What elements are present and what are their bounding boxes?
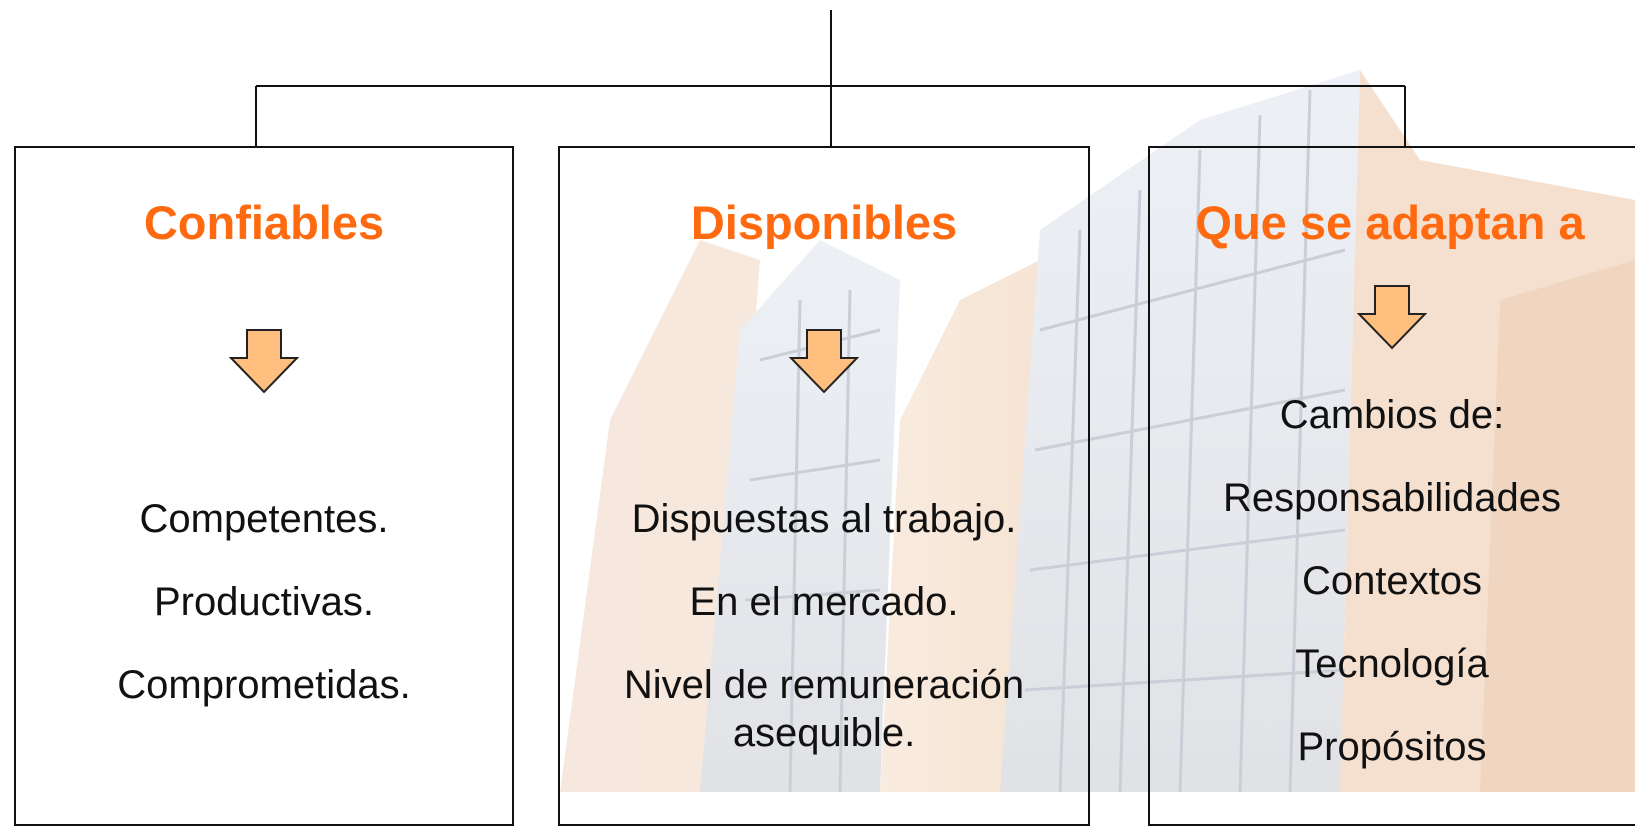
list-item: Propósitos bbox=[1297, 725, 1487, 769]
building-background-image bbox=[560, 70, 1635, 792]
list-item: Responsabilidades bbox=[1222, 476, 1561, 520]
column-que-se-adaptan: Que se adaptan a Cambios de: Responsabil… bbox=[1148, 146, 1635, 826]
arrow-down-icon bbox=[1357, 285, 1427, 350]
arrow-down-icon bbox=[229, 329, 299, 394]
arrow-down-icon bbox=[789, 329, 859, 394]
list-item: En el mercado. bbox=[689, 580, 959, 624]
item-list: Dispuestas al trabajo. En el mercado. Ni… bbox=[560, 478, 1088, 757]
list-item: Competentes. bbox=[139, 497, 389, 541]
list-item: Dispuestas al trabajo. bbox=[631, 497, 1017, 541]
item-list: Competentes. Productivas. Comprometidas. bbox=[16, 478, 512, 727]
column-confiables: Confiables Competentes. Productivas. Com… bbox=[14, 146, 514, 826]
item-list: Cambios de: Responsabilidades Contextos … bbox=[1150, 374, 1634, 789]
list-item: Nivel de remuneración asequible. bbox=[623, 663, 1025, 755]
column-title: Disponibles bbox=[690, 196, 958, 249]
list-item: Cambios de: bbox=[1279, 393, 1505, 437]
column-disponibles: Disponibles Dispuestas al trabajo. En el… bbox=[558, 146, 1090, 826]
column-title: Que se adaptan a bbox=[1195, 196, 1585, 249]
column-title: Confiables bbox=[143, 196, 385, 249]
list-item: Contextos bbox=[1301, 559, 1483, 603]
list-item: Tecnología bbox=[1295, 642, 1489, 686]
list-item: Productivas. bbox=[153, 580, 375, 624]
list-item: Comprometidas. bbox=[117, 663, 411, 707]
connector-lines bbox=[255, 10, 1406, 146]
